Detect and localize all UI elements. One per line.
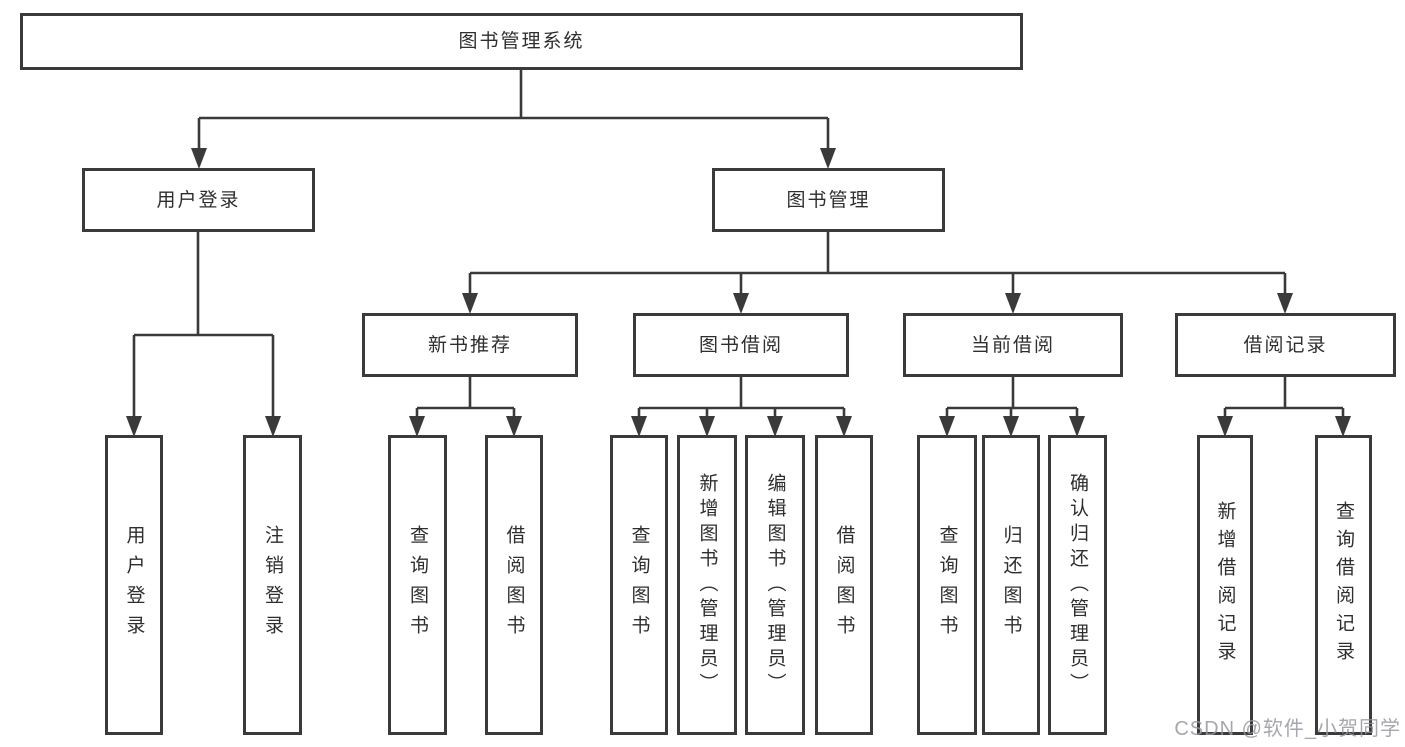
node-label: 查询图书 [628, 525, 650, 645]
node-current-borrow: 当前借阅 [903, 313, 1123, 377]
leaf-recommend-borrow-book: 借阅图书 [485, 435, 543, 735]
leaf-current-confirm-return-admin: 确认归还（管理员） [1048, 435, 1107, 735]
node-label: 借阅记录 [1243, 334, 1328, 356]
leaf-current-query-book: 查询图书 [917, 435, 977, 735]
node-label: 查询借阅记录 [1333, 501, 1354, 669]
node-label: 借阅图书 [833, 525, 855, 645]
node-label: 确认归还（管理员） [1067, 472, 1088, 698]
node-new-book-recommend: 新书推荐 [362, 313, 578, 377]
node-label: 新书推荐 [427, 334, 512, 356]
leaf-logout: 注销登录 [243, 435, 302, 735]
node-label: 用户登录 [156, 189, 241, 211]
node-book-management: 图书管理 [712, 168, 945, 232]
node-book-borrow: 图书借阅 [633, 313, 849, 377]
leaf-borrow-query-book: 查询图书 [610, 435, 668, 735]
leaf-borrow-add-book-admin: 新增图书（管理员） [677, 435, 737, 735]
node-label: 查询图书 [936, 525, 958, 645]
node-label: 借阅图书 [503, 525, 525, 645]
node-label: 新增借阅记录 [1214, 501, 1236, 669]
node-label: 当前借阅 [970, 334, 1055, 356]
node-label: 查询图书 [407, 525, 428, 645]
node-label: 新增图书（管理员） [696, 472, 718, 698]
node-label: 图书借阅 [698, 334, 783, 356]
leaf-record-add-record: 新增借阅记录 [1197, 435, 1253, 735]
node-label: 编辑图书（管理员） [764, 472, 786, 698]
leaf-record-query-record: 查询借阅记录 [1315, 435, 1372, 735]
leaf-user-login: 用户登录 [105, 435, 163, 735]
node-label: 用户登录 [123, 525, 145, 645]
node-label: 归还图书 [1000, 525, 1022, 645]
leaf-borrow-edit-book-admin: 编辑图书（管理员） [745, 435, 805, 735]
node-user-login: 用户登录 [82, 168, 315, 232]
leaf-borrow-borrow-book: 借阅图书 [815, 435, 873, 735]
node-label: 图书管理 [786, 189, 871, 211]
leaf-current-return-book: 归还图书 [982, 435, 1040, 735]
node-borrow-records: 借阅记录 [1175, 313, 1396, 377]
watermark: CSDN @软件_小贺同学 [1174, 718, 1401, 740]
leaf-recommend-query-book: 查询图书 [388, 435, 447, 735]
node-label: 注销登录 [262, 525, 283, 645]
node-library-management-system: 图书管理系统 [20, 13, 1023, 70]
node-label: 图书管理系统 [458, 31, 585, 52]
